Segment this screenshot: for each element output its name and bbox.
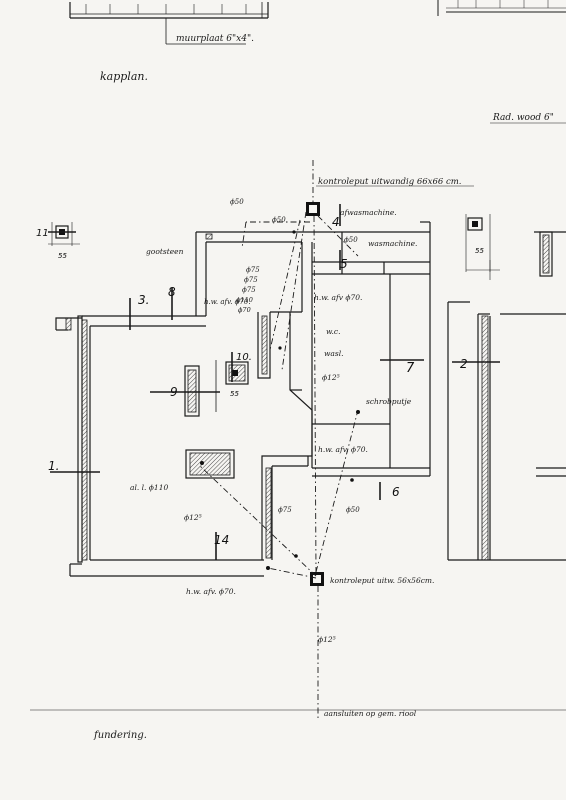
diameter-50-a: ϕ50	[230, 198, 244, 206]
section-markers	[48, 204, 500, 560]
dimension-55-mid: 55	[230, 390, 239, 398]
diameter-70: ϕ70	[238, 306, 251, 314]
diameter-125-a: ϕ12⁵	[322, 373, 340, 382]
wall-plate-label: muurplaat 6"x4".	[176, 34, 254, 44]
top-right-fragment	[437, 0, 566, 16]
dishwasher-label: afwasmachine.	[340, 208, 397, 217]
wall-plate-detail: muurplaat 6"x4".	[69, 2, 269, 45]
drain-pipe-110-label: al. l. ϕ110	[130, 483, 168, 492]
diameter-50-c: ϕ50	[344, 236, 358, 244]
section-1: 1.	[48, 459, 59, 473]
diameter-110: ϕ110	[236, 296, 253, 304]
foundation-plan: 55	[48, 214, 566, 577]
dimension-55-right: 55	[475, 247, 484, 255]
sewer-connection-label: aansluiten op gem. riool	[324, 709, 417, 718]
section-4: 4	[332, 215, 340, 229]
section-3: 3.	[138, 293, 149, 307]
diameter-75-c: ϕ75	[242, 286, 256, 294]
diameter-75-a: ϕ75	[246, 266, 260, 274]
section-2: 2	[460, 357, 468, 371]
dimension-55-left: 55	[58, 252, 67, 260]
section-numbers: 1. 2 3. 4 5 6 7 8 9 10. 11 14	[36, 215, 468, 547]
drainage-lines	[199, 160, 360, 720]
section-7: 7	[406, 361, 415, 376]
rainwater-drain-c: h.w. afv. ϕ70.	[318, 445, 368, 454]
section-5: 5	[340, 257, 348, 271]
floor-drain-label: schrobputje	[366, 397, 412, 406]
section-8: 8	[168, 285, 176, 299]
bottom-control-pit-label: kontroleput uitw. 56x56cm.	[330, 576, 434, 585]
plan-text-labels: kontroleput uitwandig 66x66 cm. afwasmac…	[30, 177, 566, 741]
diameter-75-b: ϕ75	[244, 276, 258, 284]
section-14: 14	[214, 533, 229, 547]
diameter-125-b: ϕ12⁵	[184, 513, 202, 522]
roof-plan-label: kapplan.	[100, 70, 148, 83]
rad-wood-label: Rad. wood 6"	[492, 113, 554, 123]
diameter-125-c: ϕ12⁵	[318, 635, 336, 644]
rainwater-drain-d: h.w. afv. ϕ70.	[186, 587, 236, 596]
section-11: 11	[36, 228, 49, 239]
section-9: 9	[170, 385, 178, 399]
section-6: 6	[392, 485, 400, 499]
washbasin-label: wasl.	[324, 349, 344, 358]
diameter-75-d: ϕ75	[278, 506, 292, 514]
foundation-label: fundering.	[93, 730, 147, 741]
top-control-pit-label: kontroleput uitwandig 66x66 cm.	[318, 177, 462, 187]
toilet-label: w.c.	[326, 327, 341, 336]
sink-label: gootsteen	[146, 247, 184, 256]
diameter-50-b: ϕ50	[272, 216, 286, 224]
rainwater-drain-a: h.w. afv. ϕ70.	[204, 298, 251, 306]
washing-machine-label: wasmachine.	[368, 239, 417, 248]
section-10: 10.	[236, 352, 252, 363]
diameter-50-d: ϕ50	[346, 506, 360, 514]
rainwater-drain-b: h.w. afv ϕ70.	[314, 293, 362, 302]
